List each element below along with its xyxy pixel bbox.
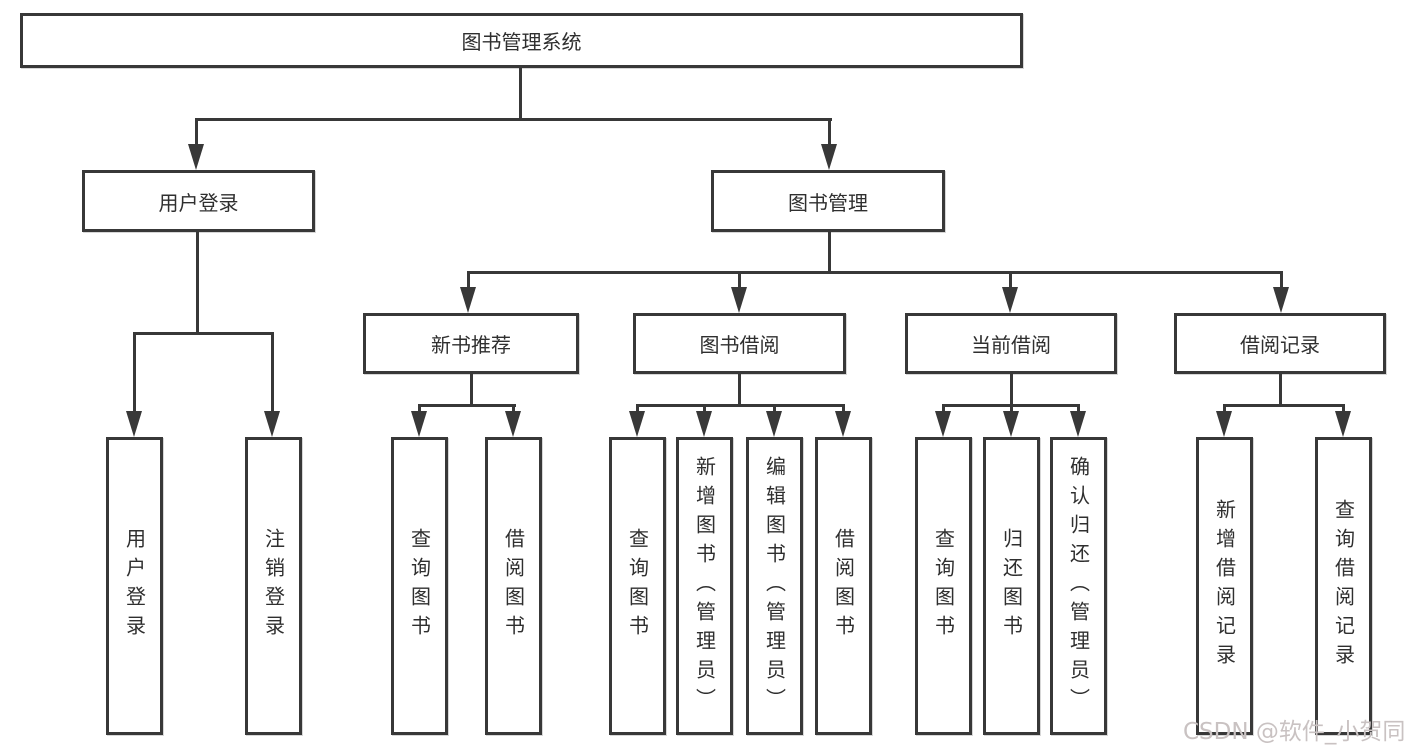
arrow-down-icon xyxy=(821,144,837,170)
node-user-login: 用户登录 xyxy=(82,170,315,232)
leaf-borrow-books: 借阅图书 xyxy=(485,437,542,735)
leaf-query-books: 查询图书 xyxy=(915,437,972,735)
leaf-query-borrow-record: 查询借阅记录 xyxy=(1315,437,1372,735)
arrow-down-icon xyxy=(264,411,280,437)
leaf-return-books: 归还图书 xyxy=(983,437,1040,735)
connector-root-stem xyxy=(519,65,522,121)
leaf-confirm-return-admin: 确认归还（管理员） xyxy=(1050,437,1107,735)
arrow-down-icon xyxy=(505,411,521,437)
connector-level3-bus xyxy=(467,271,1283,274)
leaf-user-login: 用户登录 xyxy=(106,437,163,735)
arrow-down-icon xyxy=(629,411,645,437)
arrow-down-icon xyxy=(935,411,951,437)
connector-level2-bus xyxy=(195,118,832,121)
arrow-down-icon xyxy=(1335,411,1351,437)
leaf-logout: 注销登录 xyxy=(245,437,302,735)
connector-newbooks-stem xyxy=(470,374,473,407)
arrow-down-icon xyxy=(835,411,851,437)
connector-userlogin-stem xyxy=(196,232,199,335)
node-root-library-system: 图书管理系统 xyxy=(20,13,1023,68)
connector-currentborrow-stem xyxy=(1010,374,1013,407)
connector-drop xyxy=(842,404,845,416)
leaf-borrow-books: 借阅图书 xyxy=(815,437,872,735)
connector-bookborrow-bus xyxy=(636,404,845,407)
connector-drop xyxy=(133,332,136,415)
connector-drop xyxy=(1009,271,1012,291)
connector-records-stem xyxy=(1279,374,1282,407)
leaf-add-books-admin: 新增图书（管理员） xyxy=(676,437,733,735)
leaf-query-books: 查询图书 xyxy=(391,437,448,735)
connector-drop xyxy=(636,404,639,416)
connector-drop xyxy=(418,404,421,416)
connector-drop xyxy=(1342,404,1345,416)
arrow-down-icon xyxy=(411,411,427,437)
connector-drop xyxy=(512,404,515,416)
connector-userlogin-bus xyxy=(133,332,274,335)
connector-drop xyxy=(828,118,831,148)
arrow-down-icon xyxy=(731,287,747,313)
connector-drop xyxy=(773,404,776,416)
leaf-edit-books-admin: 编辑图书（管理员） xyxy=(746,437,803,735)
connector-drop xyxy=(195,118,198,148)
arrow-down-icon xyxy=(188,144,204,170)
csdn-watermark: CSDN @软件_小贺同学 xyxy=(1183,719,1405,745)
node-book-borrow: 图书借阅 xyxy=(633,313,846,374)
connector-drop xyxy=(1077,404,1080,416)
connector-drop xyxy=(942,404,945,416)
arrow-down-icon xyxy=(1216,411,1232,437)
connector-drop xyxy=(1010,404,1013,416)
node-borrow-records: 借阅记录 xyxy=(1174,313,1386,374)
connector-drop xyxy=(467,271,470,291)
node-book-management: 图书管理 xyxy=(711,170,945,232)
leaf-add-borrow-record: 新增借阅记录 xyxy=(1196,437,1253,735)
arrow-down-icon xyxy=(1273,287,1289,313)
connector-drop xyxy=(1223,404,1226,416)
connector-drop xyxy=(738,271,741,291)
arrow-down-icon xyxy=(1070,411,1086,437)
connector-newbooks-bus xyxy=(418,404,516,407)
arrow-down-icon xyxy=(1002,287,1018,313)
node-new-book-recommend: 新书推荐 xyxy=(363,313,579,374)
connector-bookborrow-stem xyxy=(738,374,741,407)
leaf-query-books: 查询图书 xyxy=(609,437,666,735)
arrow-down-icon xyxy=(696,411,712,437)
connector-drop xyxy=(1280,271,1283,291)
connector-drop xyxy=(271,332,274,415)
connector-bookmgmt-stem xyxy=(828,232,831,274)
arrow-down-icon xyxy=(126,411,142,437)
arrow-down-icon xyxy=(1003,411,1019,437)
connector-drop xyxy=(703,404,706,416)
connector-records-bus xyxy=(1223,404,1345,407)
arrow-down-icon xyxy=(766,411,782,437)
node-current-borrow: 当前借阅 xyxy=(905,313,1117,374)
arrow-down-icon xyxy=(460,287,476,313)
